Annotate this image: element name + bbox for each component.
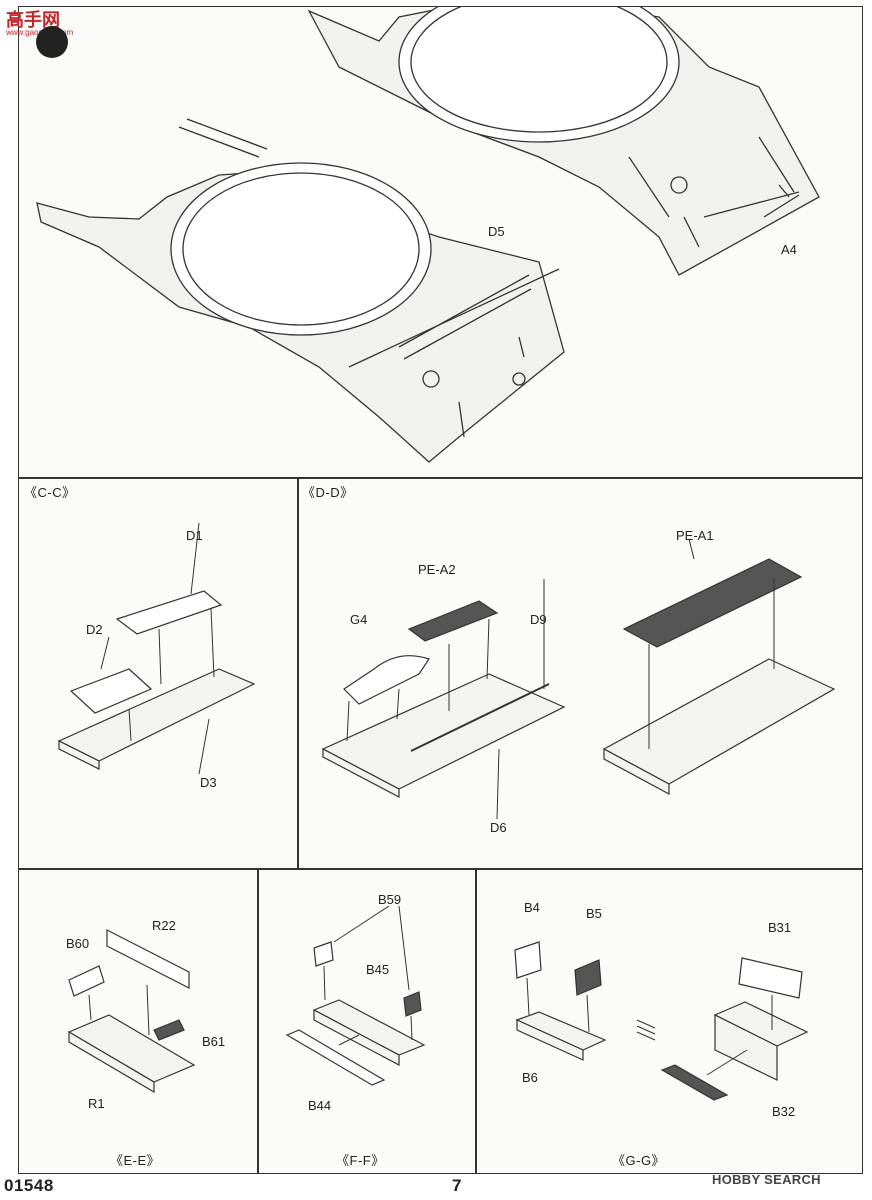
section-cc-panel: [18, 478, 298, 869]
section-ee-illustration: [67, 929, 196, 1094]
label-b61: B61: [202, 1034, 226, 1049]
label-b44: B44: [308, 1098, 332, 1113]
label-b32: B32: [772, 1104, 796, 1119]
section-ff-illustration: [285, 905, 426, 1086]
label-d3: D3: [200, 775, 217, 790]
hull-assembly-illustration: [36, 7, 820, 463]
label-a4: A4: [781, 242, 797, 257]
label-g4: G4: [350, 612, 368, 627]
section-dd-panel: [298, 478, 863, 869]
label-d2: D2: [86, 622, 103, 637]
label-d5: D5: [488, 224, 505, 239]
watermark-logo: 高手网 www.gaoshou.com: [4, 2, 73, 58]
label-d9: D9: [530, 612, 547, 627]
section-gg-illustration: [514, 941, 809, 1101]
product-code: 01548: [4, 1176, 54, 1195]
label-b59: B59: [378, 892, 402, 907]
label-pe-a2: PE-A2: [418, 562, 456, 577]
section-ff-title: 《F-F》: [336, 1153, 385, 1168]
page-number: 7: [452, 1176, 462, 1195]
section-ee-title: 《E-E》: [110, 1153, 161, 1168]
section-gg-title: 《G-G》: [612, 1153, 666, 1168]
section-dd-illustration: [321, 538, 836, 820]
label-b45: B45: [366, 962, 390, 977]
label-pe-a1: PE-A1: [676, 528, 714, 543]
label-r22: R22: [152, 918, 176, 933]
watermark-badge-icon: [36, 26, 68, 58]
hobby-search-watermark: HOBBY SEARCH: [712, 1172, 821, 1187]
label-b5: B5: [586, 906, 602, 921]
label-d1: D1: [186, 528, 203, 543]
label-b4: B4: [524, 900, 540, 915]
section-dd-title: 《D-D》: [302, 485, 354, 500]
watermark-text: 高手网: [6, 10, 60, 31]
label-d6: D6: [490, 820, 507, 835]
section-cc-title: 《C-C》: [24, 485, 76, 500]
label-r1: R1: [88, 1096, 105, 1111]
section-ff-panel: [258, 869, 476, 1174]
section-cc-illustration: [57, 522, 256, 775]
section-ee-panel: [18, 869, 258, 1174]
section-gg-panel: [476, 869, 863, 1174]
label-b6: B6: [522, 1070, 538, 1085]
label-b60: B60: [66, 936, 90, 951]
label-b31: B31: [768, 920, 792, 935]
top-assembly-panel: [18, 6, 863, 478]
